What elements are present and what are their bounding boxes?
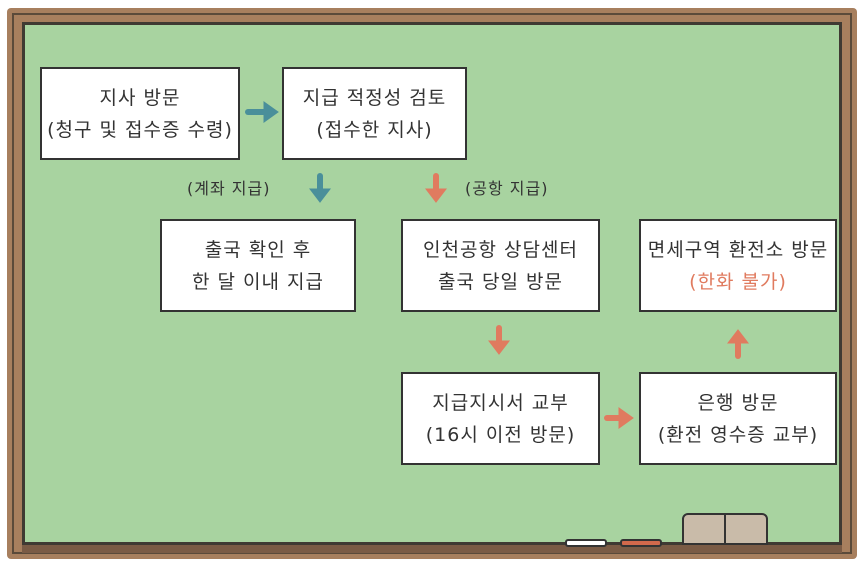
- box-review: 지급 적정성 검토 (접수한 지사): [282, 67, 467, 160]
- box-order-issue-line2: (16시 이전 방문): [425, 423, 576, 446]
- box-account-payment: 출국 확인 후 한 달 이내 지급: [160, 219, 356, 312]
- board-eraser: [682, 513, 768, 545]
- arrow-down-airport: [424, 173, 448, 203]
- white-chalk: [565, 539, 607, 547]
- box-airport-center-line1: 인천공항 상담센터: [423, 238, 578, 261]
- chalk-tray: [22, 545, 842, 553]
- label-account-payment: (계좌 지급): [187, 179, 271, 198]
- box-bank-visit: 은행 방문 (환전 영수증 교부): [639, 372, 837, 465]
- box-airport-center: 인천공항 상담센터 출국 당일 방문: [401, 219, 600, 312]
- box-review-line2: (접수한 지사): [316, 118, 433, 141]
- arrow-right-order-to-bank: [604, 407, 634, 429]
- arrow-down-account: [308, 173, 332, 203]
- arrow-down-order: [487, 325, 511, 355]
- box-account-payment-line2: 한 달 이내 지급: [192, 270, 324, 293]
- box-order-issue-line1: 지급지시서 교부: [432, 391, 569, 414]
- red-chalk: [620, 539, 662, 547]
- box-dutyfree-exchange-line1: 면세구역 환전소 방문: [647, 238, 829, 261]
- label-airport-payment: (공항 지급): [465, 179, 549, 198]
- box-branch-visit-line1: 지사 방문: [99, 86, 181, 109]
- arrow-up-bank-to-exchange: [726, 329, 750, 359]
- box-branch-visit: 지사 방문 (청구 및 접수증 수령): [40, 67, 240, 160]
- box-dutyfree-exchange: 면세구역 환전소 방문 (한화 불가): [639, 219, 837, 312]
- box-airport-center-line2: 출국 당일 방문: [438, 270, 563, 293]
- arrow-right-branch-to-review: [245, 101, 279, 123]
- box-dutyfree-exchange-line2: (한화 불가): [689, 270, 787, 293]
- frame-border: [12, 13, 852, 554]
- box-bank-visit-line1: 은행 방문: [697, 391, 779, 414]
- box-bank-visit-line2: (환전 영수증 교부): [657, 423, 819, 446]
- box-order-issue: 지급지시서 교부 (16시 이전 방문): [401, 372, 600, 465]
- box-branch-visit-line2: (청구 및 접수증 수령): [47, 118, 233, 141]
- box-account-payment-line1: 출국 확인 후: [204, 238, 312, 261]
- box-review-line1: 지급 적정성 검토: [302, 86, 447, 109]
